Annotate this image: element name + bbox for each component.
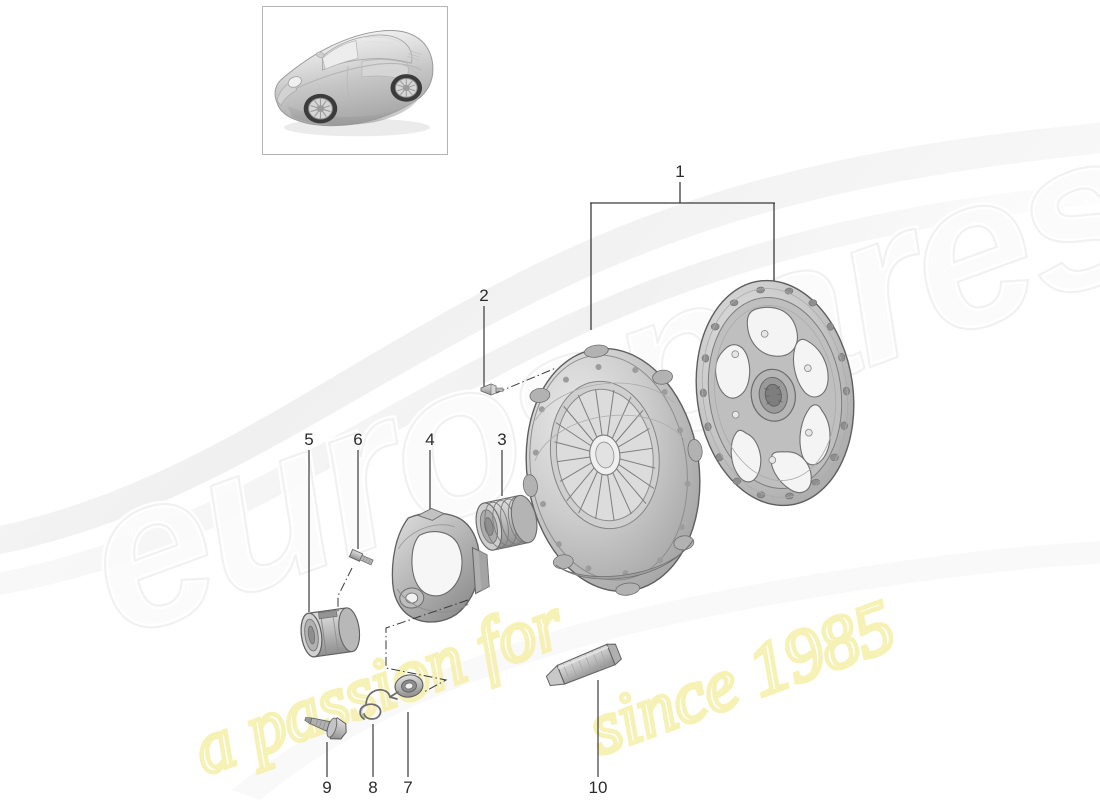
porsche-911-coupe-icon (274, 30, 434, 137)
part-guide-sleeve (300, 607, 361, 658)
callout-label-1[interactable]: 1 (675, 162, 685, 181)
part-fork-pivot-bolt (348, 548, 374, 566)
dash-line-2 (495, 367, 557, 394)
callout-label-4[interactable]: 4 (425, 430, 435, 449)
callout-label-3[interactable]: 3 (497, 430, 507, 449)
clutch-disc-windows (715, 306, 831, 494)
part-release-fork (391, 507, 490, 623)
part-retaining-clip (359, 688, 399, 720)
callout-label-2[interactable]: 2 (479, 286, 489, 305)
callout-label-5[interactable]: 5 (304, 430, 314, 449)
dash-line-6 (337, 567, 353, 614)
callout-label-10[interactable]: 10 (588, 778, 608, 797)
callout-label-7[interactable]: 7 (403, 778, 413, 797)
part-grease-tube (545, 643, 622, 687)
clutch-disc-hub (750, 368, 796, 422)
callout-label-8[interactable]: 8 (368, 778, 378, 797)
part-clutch-disc (695, 279, 855, 507)
dash-line-assembly (385, 599, 469, 693)
part-pressure-plate-bolt (480, 383, 504, 396)
callout-label-9[interactable]: 9 (322, 778, 332, 797)
part-pressure-plate (522, 344, 703, 596)
callout-label-6[interactable]: 6 (353, 430, 363, 449)
part-release-bearing (475, 494, 538, 551)
part-pivot-stud-bolt (304, 717, 347, 740)
vehicle-thumbnail[interactable] (262, 6, 448, 155)
part-thrust-washer (394, 674, 424, 698)
